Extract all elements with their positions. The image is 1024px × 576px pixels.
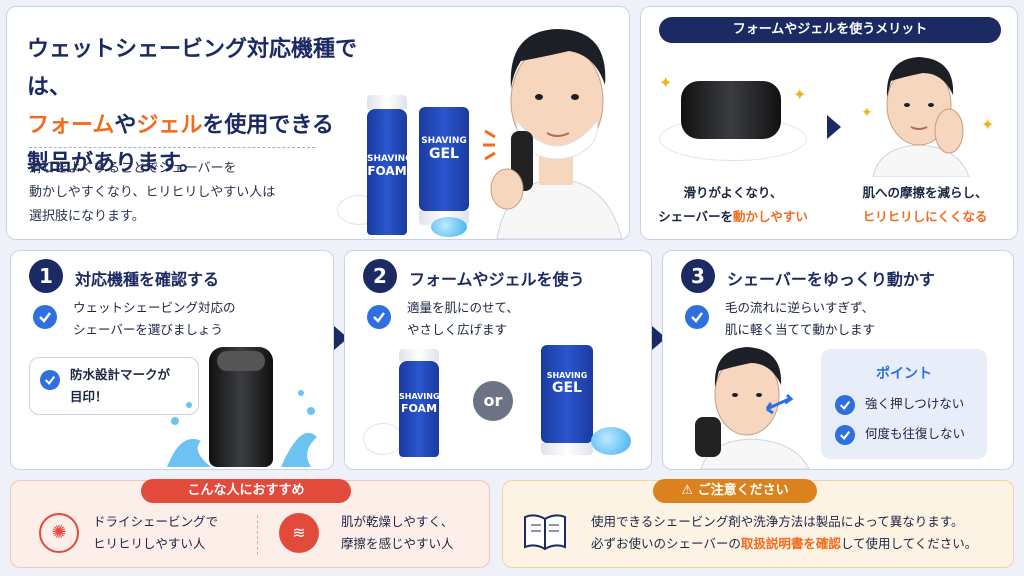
- point-box: ポイント 強く押しつけない 何度も往復しない: [821, 349, 987, 459]
- point-title: ポイント: [876, 366, 932, 382]
- merit-card: フォームやジェルを使うメリット ✦ ✦ ✦ ✦ 滑りがよくなり、 シェーバーを動…: [640, 6, 1018, 240]
- merit-title: フォームやジェルを使うメリット: [659, 17, 1001, 43]
- water-splash-icon: [167, 390, 317, 467]
- caution-card: ⚠ ご注意ください 使用できるシェービング剤や洗浄方法は製品によって異なります。…: [502, 479, 1014, 568]
- foam-pile-icon: [363, 423, 403, 455]
- gel-tube: SHAVING GEL: [541, 345, 593, 455]
- recommend-title: こんな人におすすめ: [141, 479, 351, 503]
- step-number: 2: [363, 259, 397, 293]
- arrow-right-icon: [827, 115, 841, 139]
- sparkle-icon: ✦: [981, 115, 995, 134]
- step-3-card: 3 シェーバーをゆっくり動かす 毛の流れに逆らいすぎず、 肌に軽く当てて動かしま…: [662, 250, 1014, 470]
- dry-skin-icon: ✺: [39, 513, 79, 553]
- step-2-card: 2 フォームやジェルを使う 適量を肌にのせて、 やさしく広げます SHAVING…: [344, 250, 652, 470]
- step-title: 対応機種を確認する: [75, 270, 220, 289]
- or-badge: or: [473, 381, 513, 421]
- speech-bubble: 防水設計マークが 目印！: [29, 357, 199, 415]
- step-1-card: 1 対応機種を確認する ウェットシェービング対応の シェーバーを選びましょう 防…: [10, 250, 334, 470]
- foam-can: SHAVING FOAM: [367, 95, 413, 235]
- check-icon: [33, 305, 57, 329]
- divider: [29, 147, 315, 148]
- caution-title: ご注意ください: [697, 483, 789, 498]
- check-icon: [367, 305, 391, 329]
- point-item: 強く押しつけない: [865, 396, 965, 411]
- caution-text: 使用できるシェービング剤や洗浄方法は製品によって異なります。 必ずお使いのシェー…: [591, 514, 978, 551]
- check-icon: [835, 395, 855, 415]
- recommend-item-1: ドライシェービングで ヒリヒリしやすい人: [93, 514, 219, 551]
- warning-icon: ⚠: [681, 483, 698, 498]
- hero-card: ウェットシェービング対応機種では、 フォームやジェルを使用できる 製品があります…: [6, 6, 630, 240]
- check-icon: [685, 305, 709, 329]
- hero-description: 滑りをよくすることでシェーバーを 動かしやすくなり、ヒリヒリしやすい人は 選択肢…: [29, 161, 276, 224]
- sparkle-icon: ✦: [793, 85, 807, 104]
- man-shaving-illustration: [483, 29, 623, 239]
- gel-blob-icon: [431, 217, 467, 237]
- divider: [257, 515, 258, 555]
- friction-icon: ≋: [279, 513, 319, 553]
- manual-book-icon: [524, 514, 566, 551]
- shaver-head-icon: [681, 81, 781, 139]
- step-text: 適量を肌にのせて、 やさしく広げます: [407, 300, 519, 337]
- step-number: 3: [681, 259, 715, 293]
- hero-title-line1: ウェットシェービング対応機種では、: [27, 37, 358, 100]
- sparkle-icon: ✦: [659, 73, 673, 92]
- gel-tube: SHAVING GEL: [419, 107, 469, 229]
- step-text: ウェットシェービング対応の シェーバーを選びましょう: [73, 300, 236, 337]
- foam-can: SHAVING FOAM: [399, 349, 440, 457]
- merit-left-text: 滑りがよくなり、 シェーバーを動かしやすい: [658, 185, 808, 224]
- recommend-card: こんな人におすすめ ✺ ドライシェービングで ヒリヒリしやすい人 ≋ 肌が乾燥し…: [10, 479, 490, 568]
- hero-title-line2: フォームやジェルを使用できる: [27, 113, 334, 138]
- step-text: 毛の流れに逆らいすぎず、 肌に軽く当てて動かします: [725, 300, 876, 337]
- hero-title: ウェットシェービング対応機種では、 フォームやジェルを使用できる 製品があります…: [27, 31, 367, 183]
- step-title: シェーバーをゆっくり動かす: [727, 270, 935, 289]
- step-title: フォームやジェルを使う: [409, 270, 585, 289]
- man-touching-face-illustration: [872, 57, 970, 177]
- hero-title-line3: 製品があります。: [27, 151, 201, 176]
- merit-right-text: 肌への摩擦を減らし、 ヒリヒリしにくくなる: [862, 185, 988, 224]
- check-icon: [40, 370, 60, 390]
- gel-blob-icon: [591, 427, 631, 455]
- recommend-item-2: 肌が乾燥しやすく、 摩擦を感じやすい人: [341, 514, 454, 551]
- man-shaving-cheek-illustration: [695, 347, 810, 469]
- sparkle-icon: ✦: [861, 105, 873, 121]
- check-icon: [835, 425, 855, 445]
- step-number: 1: [29, 259, 63, 293]
- bubble-text: 防水設計マークが 目印！: [70, 367, 171, 404]
- shaver-heads: [217, 351, 265, 371]
- point-item: 何度も往復しない: [865, 426, 966, 441]
- caution-title-badge: ⚠ ご注意ください: [653, 479, 817, 503]
